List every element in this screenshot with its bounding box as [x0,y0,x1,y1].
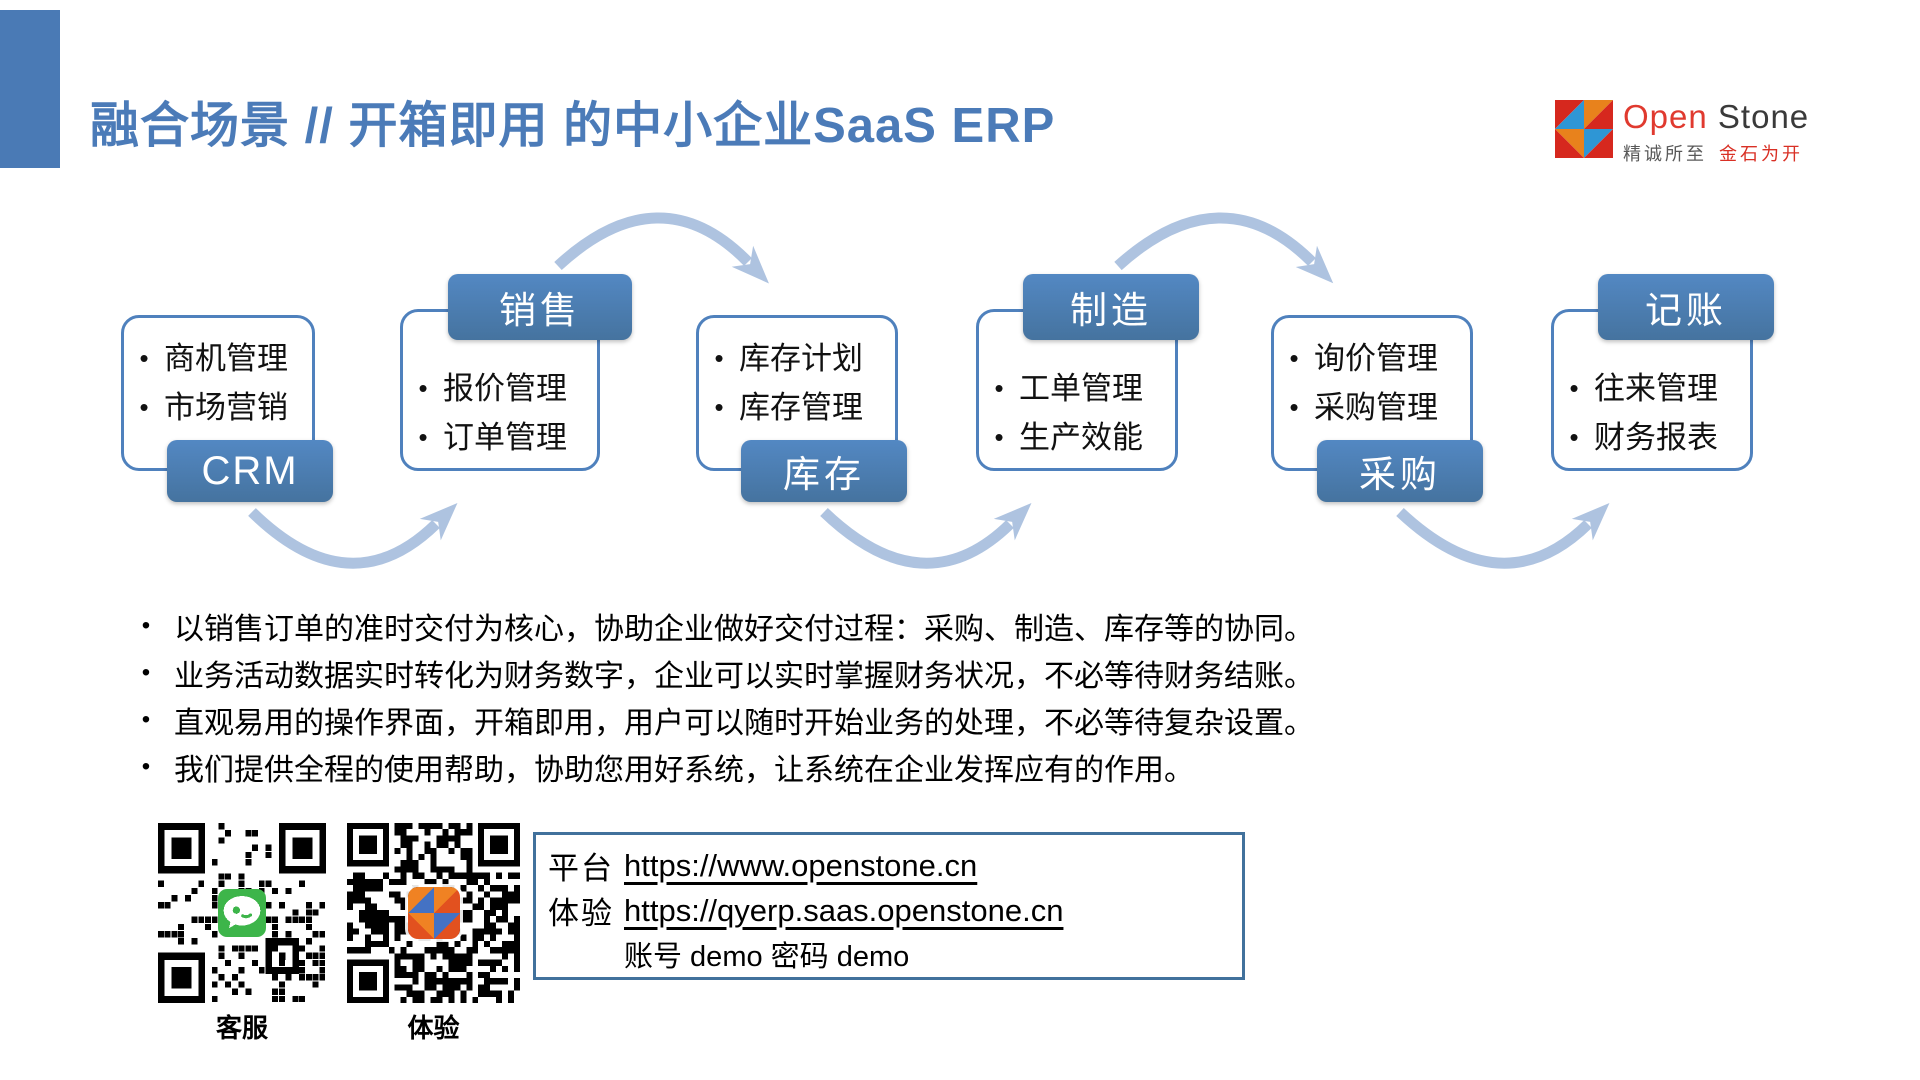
node-item-label: 库存计划 [739,341,863,376]
bullet-dot: • [141,658,151,686]
node-box-purchase: • 询价管理 • 采购管理 [1271,315,1473,471]
bullet-dot: • [141,705,151,733]
node-item: • 采购管理 [1274,383,1470,432]
node-label-purchase: 采购 [1317,440,1483,502]
logo-tagline: 精诚所至 金石为开 [1623,140,1809,166]
node-item-label: 询价管理 [1314,341,1438,376]
node-items-bookkeeping: • 往来管理 • 财务报表 [1554,312,1750,462]
page-title: 融合场景 // 开箱即用 的中小企业SaaS ERP [90,99,1056,153]
key-point: • 直观易用的操作界面，开箱即用，用户可以随时开始业务的处理，不必等待复杂设置。 [118,696,1314,743]
node-item-label: 财务报表 [1594,420,1718,455]
logo-tagline-red: 金石为开 [1719,144,1804,164]
flow-arrow-crm-sales [248,503,458,569]
trial-label: 体验 [548,896,614,931]
openstone-logo-icon [407,887,460,939]
flow-arrow-stock-mfg [820,503,1032,569]
node-items-crm: • 商机管理 • 市场营销 [124,318,312,432]
node-item-label: 订单管理 [443,420,567,455]
bullet-dot: • [1289,392,1299,422]
key-point-text: 直观易用的操作界面，开箱即用，用户可以随时开始业务的处理，不必等待复杂设置。 [174,706,1314,740]
platform-label: 平台 [548,851,614,886]
qr-label-service: 客服 [215,1013,268,1043]
node-items-purchase: • 询价管理 • 采购管理 [1274,318,1470,432]
bullet-dot: • [714,392,724,422]
demo-credentials: 账号 demo 密码 demo [624,941,910,973]
key-point: • 业务活动数据实时转化为财务数字，企业可以实时掌握财务状况，不必等待财务结账。 [118,649,1314,696]
key-points-list: •以销售订单的准时交付为核心，协助企业做好交付过程：采购、制造、库存等的协同。 … [118,602,1314,790]
node-item: • 订单管理 [403,413,597,462]
bullet-dot: • [994,373,1004,403]
platform-url-link[interactable]: https://www.openstone.cn [624,847,978,883]
bullet-dot: • [1569,373,1579,403]
trial-url-link[interactable]: https://qyerp.saas.openstone.cn [624,892,1064,928]
links-panel: 平台 https://www.openstone.cn 体验 https://q… [533,832,1245,980]
key-point-text: 我们提供全程的使用帮助，协助您用好系统，让系统在企业发挥应有的作用。 [174,753,1194,787]
bullet-dot: • [141,611,151,639]
bullet-dot: • [994,422,1004,452]
logo-text: Open Stone 精诚所至 金石为开 [1623,100,1809,166]
node-items-stock: • 库存计划 • 库存管理 [699,318,895,432]
key-point-text: 以销售订单的准时交付为核心，协助企业做好交付过程：采购、制造、库存等的协同。 [174,612,1314,646]
node-items-sales: • 报价管理 • 订单管理 [403,312,597,462]
qr-label-trial: 体验 [407,1013,460,1043]
node-item: • 询价管理 [1274,334,1470,383]
node-item: • 报价管理 [403,364,597,413]
node-item-label: 库存管理 [739,390,863,425]
key-point: • 我们提供全程的使用帮助，协助您用好系统，让系统在企业发挥应有的作用。 [118,743,1314,790]
node-item: • 生产效能 [979,413,1175,462]
key-point: • 以销售订单的准时交付为核心，协助企业做好交付过程：采购、制造、库存等的协同。 [118,602,1314,649]
node-item-label: 往来管理 [1594,371,1718,406]
node-item-label: 工单管理 [1019,371,1143,406]
node-label-stock: 库存 [741,440,907,502]
bullet-dot: • [141,752,151,780]
node-item: • 商机管理 [124,334,312,383]
node-label-crm: CRM [167,440,333,502]
node-item: • 往来管理 [1554,364,1750,413]
trial-row: 体验 https://qyerp.saas.openstone.cn [548,888,1242,933]
logo-name: Open Stone [1623,100,1809,134]
node-item: • 财务报表 [1554,413,1750,462]
node-item-label: 商机管理 [164,341,288,376]
flow-arrow-purchase-books [1396,503,1610,569]
bullet-dot: • [1289,343,1299,373]
node-item: • 市场营销 [124,383,312,432]
credentials-row: 账号 demo 密码 demo [548,933,1242,975]
node-item: • 工单管理 [979,364,1175,413]
openstone-logo-icon [1555,100,1613,158]
wechat-chat-icon [218,889,266,937]
brand-logo: Open Stone 精诚所至 金石为开 [1555,100,1809,166]
logo-name-stone: Stone [1717,98,1810,135]
flow-arrow-sales-stock [554,212,769,284]
bullet-dot: • [418,422,428,452]
bullet-dot: • [139,343,149,373]
node-label-manufacturing: 制造 [1023,274,1199,340]
node-item-label: 生产效能 [1019,420,1143,455]
node-label-sales: 销售 [448,274,632,340]
node-item-label: 市场营销 [164,390,288,425]
node-item-label: 采购管理 [1314,390,1438,425]
node-label-bookkeeping: 记账 [1598,274,1774,340]
bullet-dot: • [418,373,428,403]
platform-row: 平台 https://www.openstone.cn [548,843,1242,888]
node-item: • 库存管理 [699,383,895,432]
node-item-label: 报价管理 [443,371,567,406]
flow-arrow-mfg-purchase [1114,212,1334,284]
key-point-text: 业务活动数据实时转化为财务数字，企业可以实时掌握财务状况，不必等待财务结账。 [174,659,1314,693]
bullet-dot: • [139,392,149,422]
bullet-dot: • [1569,422,1579,452]
logo-tagline-gray: 精诚所至 [1623,144,1707,164]
qr-code-service [158,823,326,1003]
logo-name-open: Open [1623,98,1708,135]
qr-code-trial [347,823,520,1003]
title-accent-bar [0,10,60,168]
node-item: • 库存计划 [699,334,895,383]
bullet-dot: • [714,343,724,373]
node-items-manufacturing: • 工单管理 • 生产效能 [979,312,1175,462]
